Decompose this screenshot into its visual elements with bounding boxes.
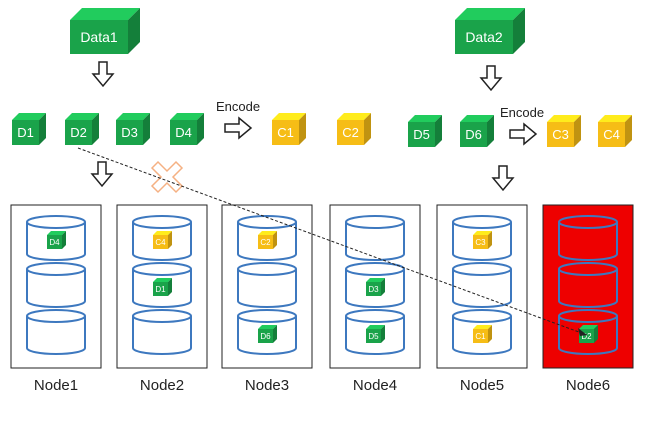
stored-chunk-c4-label: C4 [155, 238, 166, 247]
chunk-c4: C4 [598, 115, 632, 147]
encode-label: Encode [216, 99, 260, 114]
chunk-d4: D4 [170, 113, 204, 145]
disk-icon: D6 [237, 309, 297, 355]
down-arrow-icon [91, 61, 115, 88]
stored-chunk-c2-label: C2 [260, 238, 271, 247]
right-arrow-icon [224, 116, 253, 140]
chunk-c4-label: C4 [603, 127, 620, 142]
node-label: Node1 [34, 377, 78, 394]
disk-icon [237, 262, 297, 308]
node-label: Node2 [140, 377, 184, 394]
disk-icon: D1 [132, 262, 192, 308]
reconstruction-path [77, 147, 588, 336]
data-block-2-label: Data2 [465, 29, 503, 45]
chunk-d1: D1 [12, 113, 46, 145]
disk-icon [132, 309, 192, 355]
disk-icon [26, 309, 86, 355]
down-arrow-icon [479, 65, 503, 92]
stored-chunk-c3-label: C3 [475, 238, 486, 247]
chunk-c2: C2 [337, 113, 371, 145]
chunk-d2: D2 [65, 113, 99, 145]
disk-icon: C4 [132, 215, 192, 261]
arrowhead-icon [578, 328, 587, 336]
data-block-1-label: Data1 [80, 29, 118, 45]
node-label: Node3 [245, 377, 289, 394]
disk-icon: D5 [345, 309, 405, 355]
chunk-c1: C1 [272, 113, 306, 145]
data-block-1: Data1 [70, 8, 140, 54]
down-arrow-icon [90, 161, 114, 188]
chunk-c3-label: C3 [552, 127, 569, 142]
encode-arrow-left: Encode [216, 99, 260, 140]
disk-icon: D3 [345, 262, 405, 308]
stored-chunk-d3-label: D3 [368, 285, 379, 294]
node-label: Node6 [566, 377, 610, 394]
chunk-d4-label: D4 [175, 125, 192, 140]
disk-icon [452, 262, 512, 308]
failure-cross-icon [150, 160, 184, 194]
stored-chunk-c3: C3 [473, 231, 492, 249]
stored-chunk-c1: C1 [473, 325, 492, 343]
chunk-c2-label: C2 [342, 125, 359, 140]
disk-icon [558, 262, 618, 308]
data-block-2: Data2 [455, 8, 525, 54]
chunk-d6-label: D6 [465, 127, 482, 142]
chunk-c3: C3 [547, 115, 581, 147]
stored-chunk-d4-label: D4 [49, 238, 60, 247]
chunk-d1-label: D1 [17, 125, 34, 140]
chunk-d2-label: D2 [70, 125, 87, 140]
chunk-d5: D5 [408, 115, 442, 147]
stored-chunk-c4: C4 [153, 231, 172, 249]
disk-icon: D2 [558, 309, 618, 355]
encode-label: Encode [500, 105, 544, 120]
disk-icon: C1 [452, 309, 512, 355]
encode-arrow-right: Encode [500, 105, 544, 146]
chunk-d5-label: D5 [413, 127, 430, 142]
disk-icon [558, 215, 618, 261]
stored-chunk-d6: D6 [258, 325, 277, 343]
down-arrow-icon [491, 165, 515, 192]
disk-icon [26, 262, 86, 308]
disk-icon: C2 [237, 215, 297, 261]
stored-chunk-d5-label: D5 [368, 332, 379, 341]
stored-chunk-d1: D1 [153, 278, 172, 296]
stored-chunk-d3: D3 [366, 278, 385, 296]
stored-chunk-c1-label: C1 [475, 332, 486, 341]
stored-chunk-d5: D5 [366, 325, 385, 343]
node-label: Node4 [353, 377, 397, 394]
stored-chunk-d4: D4 [47, 231, 66, 249]
chunk-d3: D3 [116, 113, 150, 145]
stored-chunk-d6-label: D6 [260, 332, 271, 341]
node-label: Node5 [460, 377, 504, 394]
chunk-c1-label: C1 [277, 125, 294, 140]
chunk-d6: D6 [460, 115, 494, 147]
chunk-d3-label: D3 [121, 125, 138, 140]
stored-chunk-c2: C2 [258, 231, 277, 249]
disk-icon: C3 [452, 215, 512, 261]
stored-chunk-d1-label: D1 [155, 285, 166, 294]
disk-icon [345, 215, 405, 261]
stored-chunk-d2-label: D2 [581, 332, 592, 341]
disk-icon: D4 [26, 215, 86, 261]
right-arrow-icon [509, 122, 538, 146]
